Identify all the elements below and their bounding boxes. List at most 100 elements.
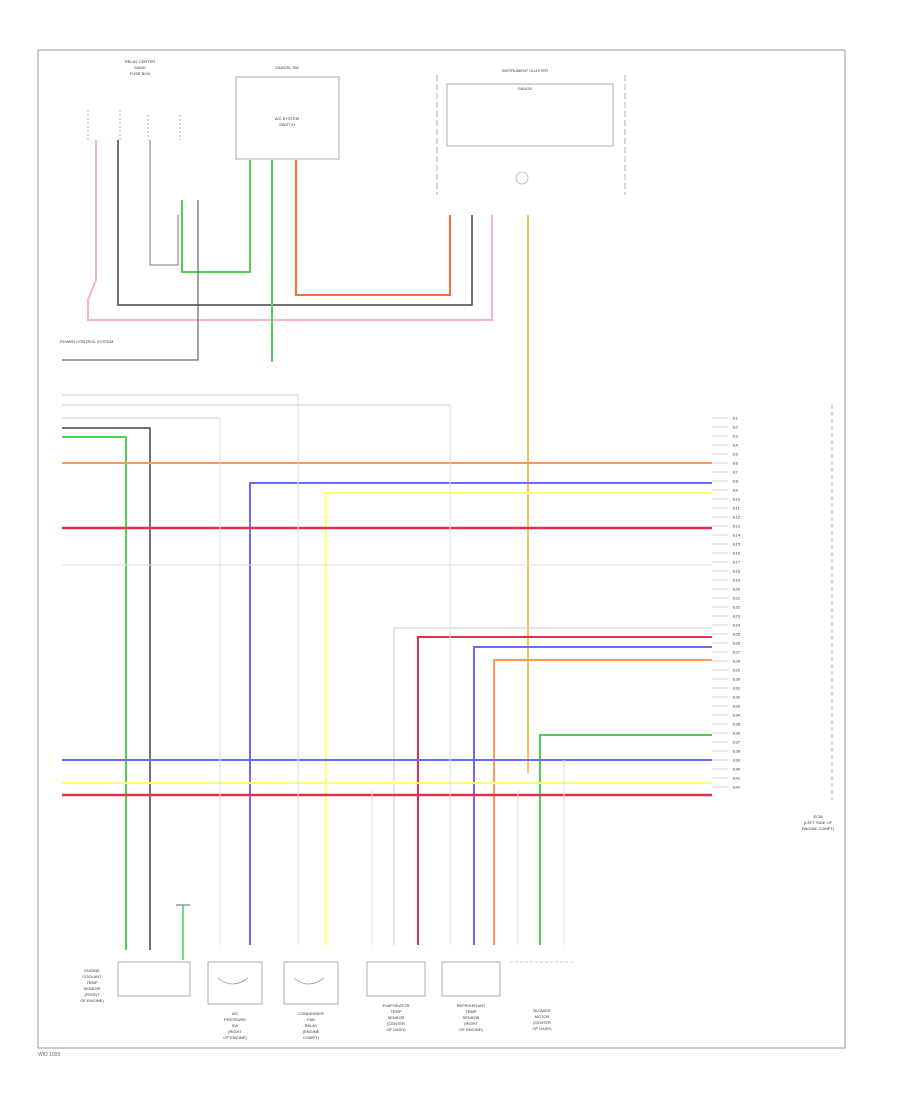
svg-text:SENSOR: SENSOR — [84, 986, 101, 991]
diagram-footer: W/D 1000 — [38, 1052, 61, 1058]
ecm-pin-list: E1E2E3E4E5E6E7E8E9E10E11E12E13E14E15E16E… — [712, 416, 741, 790]
ecm-pin-label: E21 — [733, 596, 741, 601]
top-mid-component: CANCEL SW A/C SYSTEM SWITCH — [235, 65, 340, 160]
svg-text:FAN: FAN — [307, 1017, 315, 1022]
ecm-pin-label: E13 — [733, 524, 741, 529]
svg-text:(LEFT SIDE OF: (LEFT SIDE OF — [804, 820, 833, 825]
bottom-component-1: ENGINE COOLANT TEMP SENSOR (FRONT OF ENG… — [80, 904, 191, 1003]
bottom-component-3: CONDENSER FAN RELAY (ENGINE COMPT) — [283, 961, 339, 1040]
ecm-pin-label: E10 — [733, 497, 741, 502]
svg-text:ECM: ECM — [814, 814, 823, 819]
ecm-pin-label: E16 — [733, 551, 741, 556]
left-pin-area: POWER CONTROL SYSTEM — [60, 339, 113, 344]
ecm-pin-label: E9 — [733, 488, 739, 493]
svg-text:SENSOR: SENSOR — [388, 1015, 405, 1020]
svg-text:DASH: DASH — [134, 65, 145, 70]
svg-text:TEMP: TEMP — [86, 980, 97, 985]
ecm-pin-label: E20 — [733, 587, 741, 592]
svg-text:TEMP: TEMP — [465, 1009, 476, 1014]
svg-text:RELAY CENTER: RELAY CENTER — [125, 59, 155, 64]
svg-text:TEMP: TEMP — [390, 1009, 401, 1014]
diagram-border — [37, 49, 846, 1049]
ecm-pin-label: E42 — [733, 785, 741, 790]
svg-text:ENGINE COMPT): ENGINE COMPT) — [802, 826, 835, 831]
ecm-pin-label: E25 — [733, 632, 741, 637]
ecm-pin-label: E40 — [733, 767, 741, 772]
svg-text:(CENTER: (CENTER — [533, 1020, 551, 1025]
top-right-component: INSTRUMENT CLUSTER GAUGE — [436, 68, 626, 195]
svg-text:OF DASH): OF DASH) — [532, 1026, 552, 1031]
ecm-pin-label: E23 — [733, 614, 741, 619]
svg-text:A/C: A/C — [232, 1011, 239, 1016]
svg-text:(ENGINE: (ENGINE — [303, 1029, 320, 1034]
svg-text:COMPT): COMPT) — [303, 1035, 319, 1040]
ecm-pin-label: E18 — [733, 569, 741, 574]
ecm-pin-label: E38 — [733, 749, 741, 754]
ecm-pin-label: E29 — [733, 668, 741, 673]
svg-text:GAUGE: GAUGE — [518, 86, 533, 91]
top-left-component: RELAY CENTER DASH FUSE BOX — [87, 59, 181, 140]
ecm-pin-label: E11 — [733, 506, 741, 511]
svg-text:OF DASH): OF DASH) — [386, 1027, 406, 1032]
svg-text:POWER CONTROL SYSTEM: POWER CONTROL SYSTEM — [60, 339, 113, 344]
ecm-pin-label: E4 — [733, 443, 739, 448]
svg-text:PRESSURE: PRESSURE — [224, 1017, 246, 1022]
ecm-pin-label: E26 — [733, 641, 741, 646]
ecm-connector: ECM (LEFT SIDE OF ENGINE COMPT) — [802, 405, 835, 831]
svg-text:RELAY: RELAY — [305, 1023, 318, 1028]
ecm-pin-label: E14 — [733, 533, 741, 538]
ecm-pin-label: E24 — [733, 623, 741, 628]
svg-text:OF ENGINE): OF ENGINE) — [223, 1035, 247, 1040]
bottom-components: ENGINE COOLANT TEMP SENSOR (FRONT OF ENG… — [80, 904, 575, 1040]
ecm-pin-label: E8 — [733, 479, 739, 484]
svg-text:BLOWER: BLOWER — [533, 1008, 550, 1013]
ecm-pin-label: E2 — [733, 425, 739, 430]
ecm-pin-label: E28 — [733, 659, 741, 664]
ecm-pin-label: E6 — [733, 461, 739, 466]
svg-text:CONDENSER: CONDENSER — [298, 1011, 324, 1016]
ecm-pin-label: E33 — [733, 704, 741, 709]
ecm-pin-label: E12 — [733, 515, 741, 520]
svg-text:COOLANT: COOLANT — [82, 974, 102, 979]
ecm-pin-label: E39 — [733, 758, 741, 763]
svg-text:INSTRUMENT CLUSTER: INSTRUMENT CLUSTER — [502, 68, 548, 73]
svg-text:A/C SYSTEM: A/C SYSTEM — [275, 116, 299, 121]
ecm-pin-label: E22 — [733, 605, 741, 610]
horizontal-wiring — [62, 394, 712, 950]
ecm-pin-label: E41 — [733, 776, 741, 781]
svg-text:(RIGHT: (RIGHT — [228, 1029, 242, 1034]
svg-text:(FRONT: (FRONT — [84, 992, 100, 997]
ecm-pin-label: E37 — [733, 740, 741, 745]
svg-text:(RIGHT: (RIGHT — [464, 1021, 478, 1026]
bottom-component-2: A/C PRESSURE SW (RIGHT OF ENGINE) — [207, 961, 263, 1040]
ecm-pin-label: E7 — [733, 470, 739, 475]
svg-text:ENGINE: ENGINE — [84, 968, 100, 973]
ecm-pin-label: E15 — [733, 542, 741, 547]
ecm-pin-label: E36 — [733, 731, 741, 736]
svg-text:OF ENGINE): OF ENGINE) — [459, 1027, 483, 1032]
ecm-pin-label: E5 — [733, 452, 739, 457]
svg-text:EVAPORATOR: EVAPORATOR — [382, 1003, 409, 1008]
svg-text:FUSE BOX: FUSE BOX — [130, 71, 151, 76]
bottom-component-6: BLOWER MOTOR (CENTER OF DASH) — [510, 961, 575, 1031]
svg-text:(CENTER: (CENTER — [387, 1021, 405, 1026]
svg-text:REFRIGERANT: REFRIGERANT — [457, 1003, 486, 1008]
bottom-component-5: REFRIGERANT TEMP SENSOR (RIGHT OF ENGINE… — [441, 961, 501, 1032]
svg-text:MOTOR: MOTOR — [535, 1014, 550, 1019]
top-wiring — [62, 140, 529, 773]
ecm-pin-label: E34 — [733, 713, 741, 718]
ecm-pin-label: E19 — [733, 578, 741, 583]
ecm-pin-label: E3 — [733, 434, 739, 439]
svg-text:OF ENGINE): OF ENGINE) — [80, 998, 104, 1003]
ecm-pin-label: E31 — [733, 686, 741, 691]
ecm-pin-label: E35 — [733, 722, 741, 727]
svg-text:SW: SW — [232, 1023, 239, 1028]
ecm-pin-label: E17 — [733, 560, 741, 565]
ecm-pin-label: E30 — [733, 677, 741, 682]
ecm-pin-label: E1 — [733, 416, 739, 421]
ecm-pin-label: E32 — [733, 695, 741, 700]
svg-text:CANCEL SW: CANCEL SW — [275, 65, 299, 70]
svg-text:SWITCH: SWITCH — [279, 122, 295, 127]
ecm-pin-label: E27 — [733, 650, 741, 655]
